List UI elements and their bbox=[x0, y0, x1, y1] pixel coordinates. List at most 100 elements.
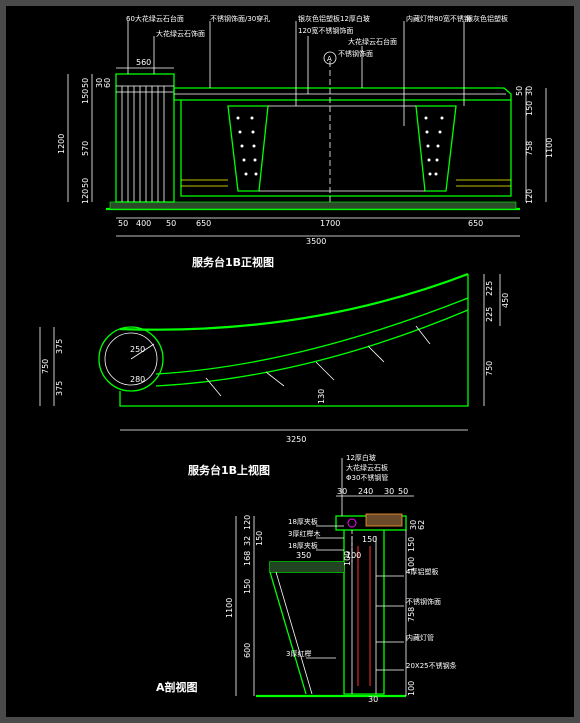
top-view-inner-curve-2 bbox=[155, 309, 469, 387]
dim-left-50b: 50 bbox=[81, 178, 90, 188]
dim-left-30: 30 bbox=[95, 78, 104, 88]
section-dim-right-150: 150 bbox=[407, 537, 416, 552]
front-rivets bbox=[236, 116, 444, 176]
dim-left-1200: 1200 bbox=[57, 134, 66, 154]
section-note-steel-bar: Φ30不锈钢管 bbox=[346, 473, 388, 482]
front-left-column bbox=[115, 73, 175, 203]
front-center-panel bbox=[259, 105, 425, 192]
section-lamp-lines bbox=[357, 546, 371, 686]
section-note-glass: 12厚白玻 bbox=[346, 453, 376, 462]
dim-bottom-50: 50 bbox=[118, 219, 128, 228]
section-dim-right-100b: 100 bbox=[407, 681, 416, 696]
section-note-granite: 大花绿云石板 bbox=[346, 463, 388, 472]
dim-right-758: 758 bbox=[525, 141, 534, 156]
front-counter-top bbox=[173, 87, 512, 101]
top-view-hatch bbox=[205, 325, 431, 397]
section-granite-block bbox=[365, 513, 403, 527]
section-main-body bbox=[343, 530, 385, 695]
section-dim-350: 350 bbox=[296, 551, 311, 560]
dim-bottom-50b: 50 bbox=[166, 219, 176, 228]
section-note-lamp: 内藏灯管 bbox=[406, 633, 434, 642]
section-dim-left-32: 32 bbox=[243, 536, 252, 546]
top-dim-right-225a: 225 bbox=[485, 281, 494, 296]
section-dim-left-150: 150 bbox=[255, 531, 264, 546]
section-note-red-wood: 3厚红榉 bbox=[286, 649, 311, 658]
section-note-ply-board: 18厚夹板 bbox=[288, 541, 318, 550]
front-main-body bbox=[180, 100, 512, 197]
dim-560: 560 bbox=[136, 58, 151, 67]
section-steel-tube bbox=[347, 518, 357, 528]
front-leaders bbox=[127, 21, 465, 126]
dim-right-150: 150 bbox=[525, 101, 534, 116]
section-view-title: A剖视图 bbox=[156, 680, 198, 694]
dim-right-50: 50 bbox=[515, 86, 524, 96]
section-view: 30 240 30 50 30 62 120 32 150 168 150 11… bbox=[156, 453, 457, 704]
cad-drawing: A 560 150 50 570 50 120 1200 30 60 50 30… bbox=[39, 14, 554, 704]
section-dim-100: 100 bbox=[346, 551, 361, 560]
dim-left-120: 120 bbox=[81, 189, 90, 204]
top-dim-right-750: 750 bbox=[485, 361, 494, 376]
note-silver-grey-panel: 银灰色铝塑板 bbox=[466, 14, 508, 23]
section-marker-circle bbox=[323, 51, 337, 65]
dim-bottom-650: 650 bbox=[196, 219, 211, 228]
section-note-ply-wood: 3厚红榉木 bbox=[288, 529, 320, 538]
top-dim-3250: 3250 bbox=[286, 435, 306, 444]
note-steel-strip: 120宽不锈钢饰面 bbox=[298, 26, 353, 35]
top-radius-line bbox=[130, 343, 155, 360]
top-dim-right-450: 450 bbox=[501, 293, 510, 308]
note-steel-plate: 不锈钢饰面/30穿孔 bbox=[210, 14, 270, 23]
note-light-strip: 内藏灯带80宽不锈钢 bbox=[406, 14, 471, 23]
section-dim-left-1100: 1100 bbox=[225, 598, 234, 618]
dim-left-150: 150 bbox=[81, 89, 90, 104]
top-view-inner-circle bbox=[104, 332, 158, 386]
section-dim-left-150b: 150 bbox=[243, 579, 252, 594]
front-view-title: 服务台1B正视图 bbox=[192, 255, 274, 269]
section-dim-right-62: 62 bbox=[417, 520, 426, 530]
section-leaders bbox=[306, 458, 404, 671]
top-dim-left-750: 750 bbox=[41, 359, 50, 374]
section-dim-bottom-30: 30 bbox=[368, 695, 378, 704]
section-dim-top-30b: 30 bbox=[384, 487, 394, 496]
top-dim-left-375b: 375 bbox=[55, 381, 64, 396]
section-dim-right-100: 100 bbox=[407, 557, 416, 572]
top-view-outline bbox=[119, 274, 469, 407]
front-left-panel bbox=[227, 105, 269, 192]
section-dim-left-168: 168 bbox=[243, 551, 252, 566]
section-dim-top-50: 50 bbox=[398, 487, 408, 496]
dim-right-120: 120 bbox=[525, 189, 534, 204]
section-note-steel-strip: 20X25不锈钢条 bbox=[406, 661, 457, 670]
top-dim-left-375a: 375 bbox=[55, 339, 64, 354]
dim-bottom-400: 400 bbox=[136, 219, 151, 228]
top-view-inner-curve bbox=[155, 297, 469, 375]
dim-left-50: 50 bbox=[81, 78, 90, 88]
front-column-slats bbox=[116, 85, 174, 202]
note-silver-panel: 银灰色铝塑板12厚白玻 bbox=[298, 14, 370, 23]
top-view: 250 280 130 375 375 750 225 225 450 750 … bbox=[39, 272, 510, 477]
dim-right-30: 30 bbox=[525, 86, 534, 96]
top-radius-250: 250 bbox=[130, 345, 145, 354]
section-dim-right-758: 758 bbox=[407, 607, 416, 622]
top-view-title: 服务台1B上视图 bbox=[188, 463, 270, 477]
dim-bottom-650b: 650 bbox=[468, 219, 483, 228]
top-view-outer-curve bbox=[119, 272, 469, 331]
front-base-hatch bbox=[109, 201, 517, 210]
dim-bottom-1700: 1700 bbox=[320, 219, 340, 228]
top-view-outer-circle bbox=[98, 326, 164, 392]
top-dim-right-225b: 225 bbox=[485, 307, 494, 322]
section-dim-top-240: 240 bbox=[358, 487, 373, 496]
drawing-sheet: A 560 150 50 570 50 120 1200 30 60 50 30… bbox=[6, 6, 574, 717]
top-dim-130: 130 bbox=[317, 389, 326, 404]
section-shelf-fill bbox=[270, 562, 344, 572]
section-note-panel: 18厚夹板 bbox=[288, 517, 318, 526]
note-granite-top: 60大花绿云石台面 bbox=[126, 14, 184, 23]
note-steel-finish: 不锈钢饰面 bbox=[338, 49, 373, 58]
section-dim-150: 150 bbox=[362, 535, 377, 544]
section-note-steel-face: 不锈钢饰面 bbox=[406, 597, 441, 606]
section-dim-left-600: 600 bbox=[243, 643, 252, 658]
top-radius-280: 280 bbox=[130, 375, 145, 384]
dim-right-1100: 1100 bbox=[545, 138, 554, 158]
section-dim-100b: 100 bbox=[343, 551, 352, 566]
section-slanted-front bbox=[269, 571, 307, 695]
front-rails bbox=[181, 179, 511, 187]
dim-total-3500: 3500 bbox=[306, 237, 326, 246]
